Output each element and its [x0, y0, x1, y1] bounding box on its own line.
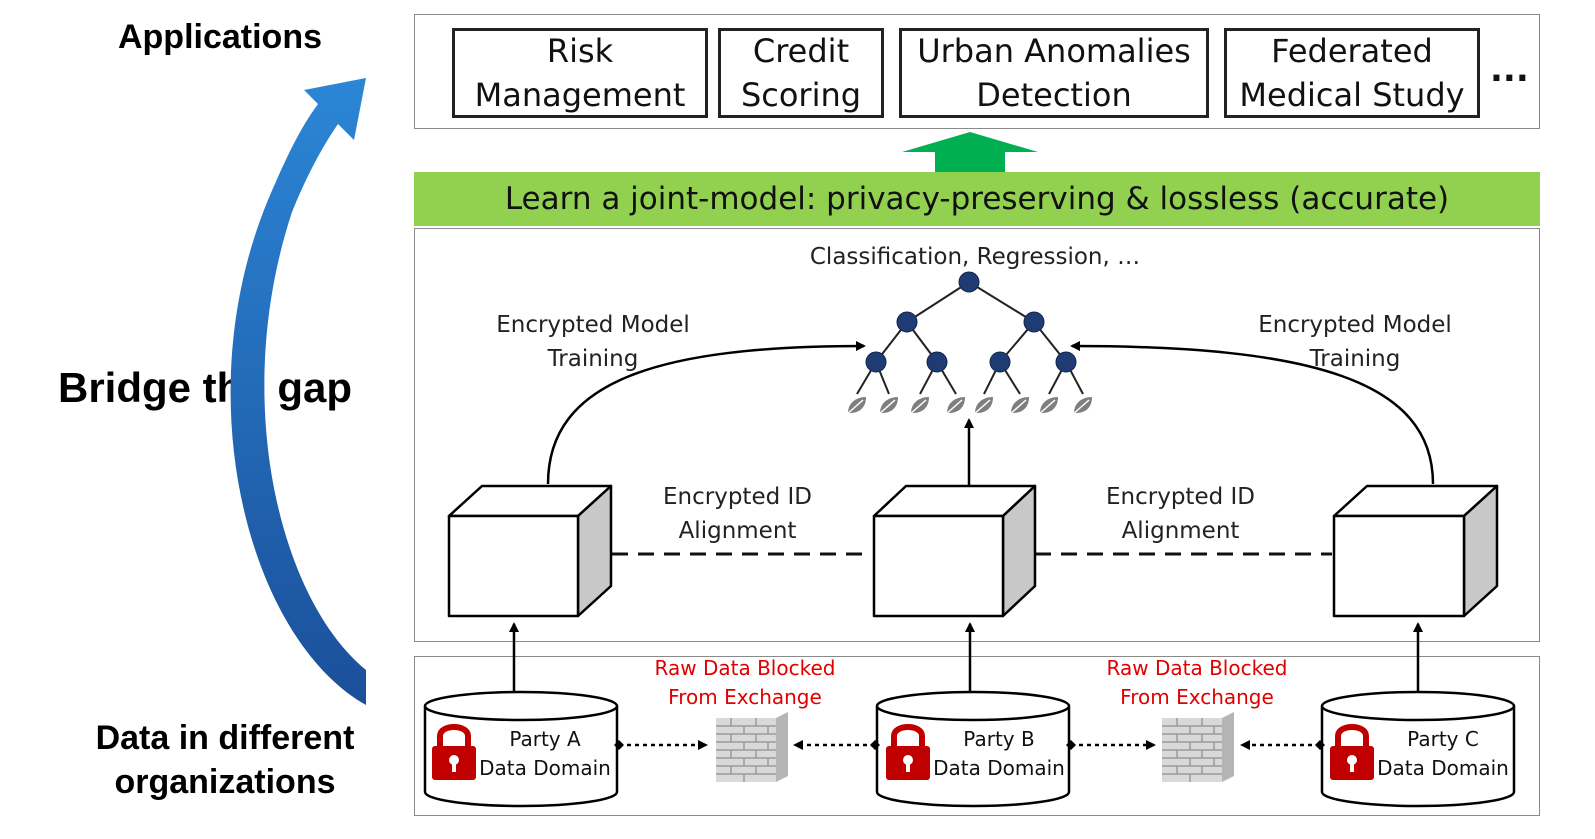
data-in-different-organizations-label: Data in different organizations: [95, 719, 355, 801]
raw-data-blocked-left: Raw Data Blocked From Exchange: [654, 656, 836, 709]
party-c-label: Party C Data Domain: [1377, 727, 1509, 780]
tree-nodes: [865, 271, 1077, 373]
tree-node: [896, 311, 918, 333]
task-types-label: Classification, Regression, …: [809, 244, 1141, 270]
applications-heading: Applications: [117, 18, 323, 56]
party-a-label: Party A Data Domain: [479, 727, 611, 780]
training-arc-left: [546, 341, 866, 485]
tree-node: [1055, 351, 1077, 373]
more-applications-ellipsis: ...: [1490, 50, 1529, 90]
party-c-model-box: [1332, 484, 1499, 618]
bridge-curved-arrow-icon: [230, 78, 366, 705]
firewall-right-icon: [1161, 711, 1235, 783]
app-risk-management: Risk Management: [452, 28, 708, 118]
app-credit-scoring: Credit Scoring: [718, 28, 884, 118]
party-b-model-box: [872, 484, 1037, 618]
training-arc-right: [1070, 341, 1435, 485]
encrypted-model-training-right: Encrypted Model Training: [1258, 312, 1452, 372]
app-federated-medical-study: Federated Medical Study: [1224, 28, 1480, 118]
tree-node: [989, 351, 1011, 373]
tree-node: [865, 351, 887, 373]
encrypted-id-alignment-right: Encrypted ID Alignment: [1106, 484, 1255, 544]
joint-model-banner: Learn a joint-model: privacy-preserving …: [414, 172, 1540, 226]
tree-root-node: [958, 271, 980, 293]
encrypted-model-training-left: Encrypted Model Training: [496, 312, 690, 372]
app-urban-anomalies-detection: Urban Anomalies Detection: [899, 28, 1209, 118]
encrypted-id-alignment-left: Encrypted ID Alignment: [663, 484, 812, 544]
party-b-label: Party B Data Domain: [933, 727, 1065, 780]
party-c-database: [1320, 690, 1516, 808]
raw-data-blocked-right: Raw Data Blocked From Exchange: [1106, 656, 1288, 709]
party-a-database: [423, 690, 619, 808]
green-up-arrow-icon: [902, 132, 1038, 172]
party-b-database: [875, 690, 1071, 808]
bridge-the-gap-label: Bridge the gap: [57, 364, 353, 411]
tree-node: [1023, 311, 1045, 333]
firewall-left-icon: [715, 711, 789, 783]
tree-node: [926, 351, 948, 373]
party-a-model-box: [447, 484, 613, 618]
